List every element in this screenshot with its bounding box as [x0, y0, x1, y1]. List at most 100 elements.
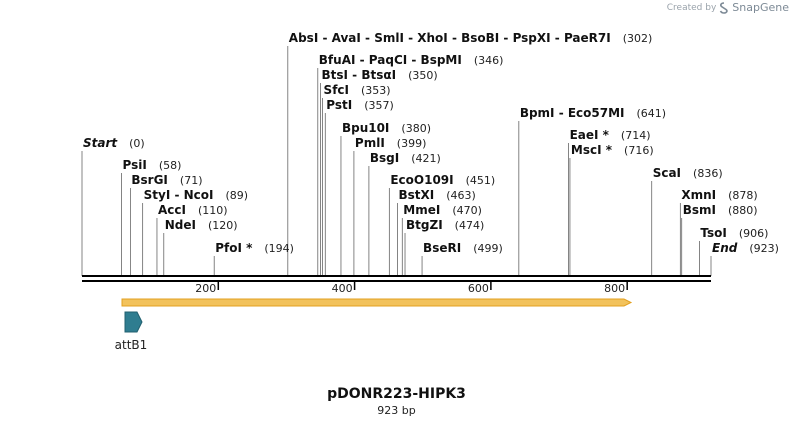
site-label-7[interactable]: AbsI - AvaI - SmlI - XhoI - BsoBI - PspX… — [289, 31, 653, 45]
site-name: ScaI — [653, 166, 681, 180]
site-name: BseRI — [423, 241, 461, 255]
site-label-6[interactable]: PfoI * (194) — [215, 241, 294, 255]
site-name: BsmI — [683, 203, 716, 217]
snapgene-logo-icon — [720, 1, 728, 14]
site-position: (923) — [749, 242, 779, 255]
site-name: BstXI — [399, 188, 435, 202]
site-name: End — [712, 241, 738, 255]
scale-tick-label-600: 600 — [468, 282, 489, 295]
site-position: (641) — [637, 107, 667, 120]
site-position: (110) — [198, 204, 228, 217]
bp-ticks: 200 400 600 800 — [195, 282, 628, 295]
site-name: PsiI — [123, 158, 147, 172]
site-position: (58) — [159, 159, 182, 172]
site-position: (451) — [466, 174, 496, 187]
site-label-12[interactable]: Bpu10I (380) — [342, 121, 431, 135]
site-position: (194) — [264, 242, 294, 255]
site-label-8[interactable]: BfuAI - PaqCI - BspMI(346) — [319, 53, 504, 67]
site-position: (353) — [361, 84, 391, 97]
map-length: 923 bp — [377, 404, 416, 417]
site-position: (470) — [452, 204, 482, 217]
site-name: NdeI — [165, 218, 196, 232]
site-position: (346) — [474, 54, 504, 67]
attb1-arrow — [124, 311, 143, 333]
site-name: BtsI - BtsαI — [322, 68, 397, 82]
map-title: pDONR223-HIPK3 — [327, 386, 466, 402]
site-leaders — [81, 46, 712, 276]
site-position: (463) — [446, 189, 476, 202]
site-label-10[interactable]: SfcI (353) — [324, 83, 391, 97]
site-name: XmnI — [681, 188, 716, 202]
credit-brand: SnapGene — [732, 1, 789, 14]
site-position: (474) — [455, 219, 485, 232]
scale-tick-label-200: 200 — [195, 282, 216, 295]
site-name: PstI — [326, 98, 352, 112]
site-position: (350) — [408, 69, 438, 82]
site-name: Bpu10I — [342, 121, 389, 135]
site-position: (399) — [397, 137, 427, 150]
site-label-4[interactable]: AccI (110) — [158, 203, 228, 217]
site-position: (836) — [693, 167, 723, 180]
site-name: PmlI — [355, 136, 385, 150]
feature-attb1: attB1 — [115, 311, 148, 352]
site-label-13[interactable]: PmlI (399) — [355, 136, 426, 150]
map-title-block: pDONR223-HIPK3 923 bp — [0, 386, 793, 417]
site-position: (357) — [364, 99, 394, 112]
site-label-15[interactable]: EcoO109I (451) — [390, 173, 495, 187]
site-label-27[interactable]: End (923) — [712, 241, 779, 255]
site-label-18[interactable]: BtgZI (474) — [406, 218, 484, 232]
site-position: (89) — [226, 189, 249, 202]
site-name: Start — [83, 136, 118, 150]
site-label-23[interactable]: ScaI (836) — [653, 166, 723, 180]
site-label-9[interactable]: BtsI - BtsαI (350) — [322, 68, 438, 82]
site-name: MscI * — [571, 143, 613, 157]
attb1-label: attB1 — [115, 338, 148, 352]
site-label-5[interactable]: NdeI(120) — [165, 218, 238, 232]
site-name: BsgI — [370, 151, 399, 165]
site-name: SfcI — [324, 83, 349, 97]
scale-tick-label-400: 400 — [332, 282, 353, 295]
site-label-17[interactable]: MmeI (470) — [403, 203, 482, 217]
credit-prefix: Created by — [666, 2, 717, 13]
site-name: BtgZI — [406, 218, 443, 232]
site-label-21[interactable]: EaeI * (714) — [570, 128, 651, 142]
site-label-0[interactable]: Start (0) — [83, 136, 145, 150]
site-name: EcoO109I — [390, 173, 453, 187]
site-name: TsoI — [700, 226, 726, 240]
site-label-14[interactable]: BsgI(421) — [370, 151, 441, 165]
site-position: (499) — [473, 242, 503, 255]
credit: Created by SnapGene — [667, 1, 789, 14]
site-name: MmeI — [403, 203, 440, 217]
site-position: (714) — [621, 129, 651, 142]
site-label-20[interactable]: BpmI - Eco57MI (641) — [520, 106, 666, 120]
site-label-19[interactable]: BseRI (499) — [423, 241, 503, 255]
site-position: (71) — [180, 174, 203, 187]
site-label-3[interactable]: StyI - NcoI (89) — [144, 188, 248, 202]
site-name: PfoI * — [215, 241, 253, 255]
site-name: AccI — [158, 203, 186, 217]
site-label-25[interactable]: BsmI (880) — [683, 203, 758, 217]
site-label-1[interactable]: PsiI (58) — [123, 158, 182, 172]
site-label-11[interactable]: PstI (357) — [326, 98, 394, 112]
site-position: (906) — [739, 227, 769, 240]
site-name: AbsI - AvaI - SmlI - XhoI - BsoBI - PspX… — [289, 31, 611, 45]
site-label-24[interactable]: XmnI (878) — [681, 188, 757, 202]
site-name: EaeI * — [570, 128, 610, 142]
site-label-22[interactable]: MscI * (716) — [571, 143, 654, 157]
site-label-2[interactable]: BsrGI (71) — [131, 173, 202, 187]
orf-arrow-shape — [121, 298, 633, 307]
site-label-16[interactable]: BstXI (463) — [399, 188, 476, 202]
site-position: (880) — [728, 204, 758, 217]
site-position: (380) — [401, 122, 431, 135]
site-name: StyI - NcoI — [144, 188, 214, 202]
site-position: (878) — [728, 189, 758, 202]
site-position: (302) — [623, 32, 653, 45]
site-label-26[interactable]: TsoI (906) — [700, 226, 768, 240]
site-position: (0) — [129, 137, 145, 150]
scale-tick-label-800: 800 — [604, 282, 625, 295]
site-position: (716) — [624, 144, 654, 157]
orf-arrow — [121, 298, 633, 307]
site-name: BsrGI — [131, 173, 168, 187]
site-name: BpmI - Eco57MI — [520, 106, 625, 120]
